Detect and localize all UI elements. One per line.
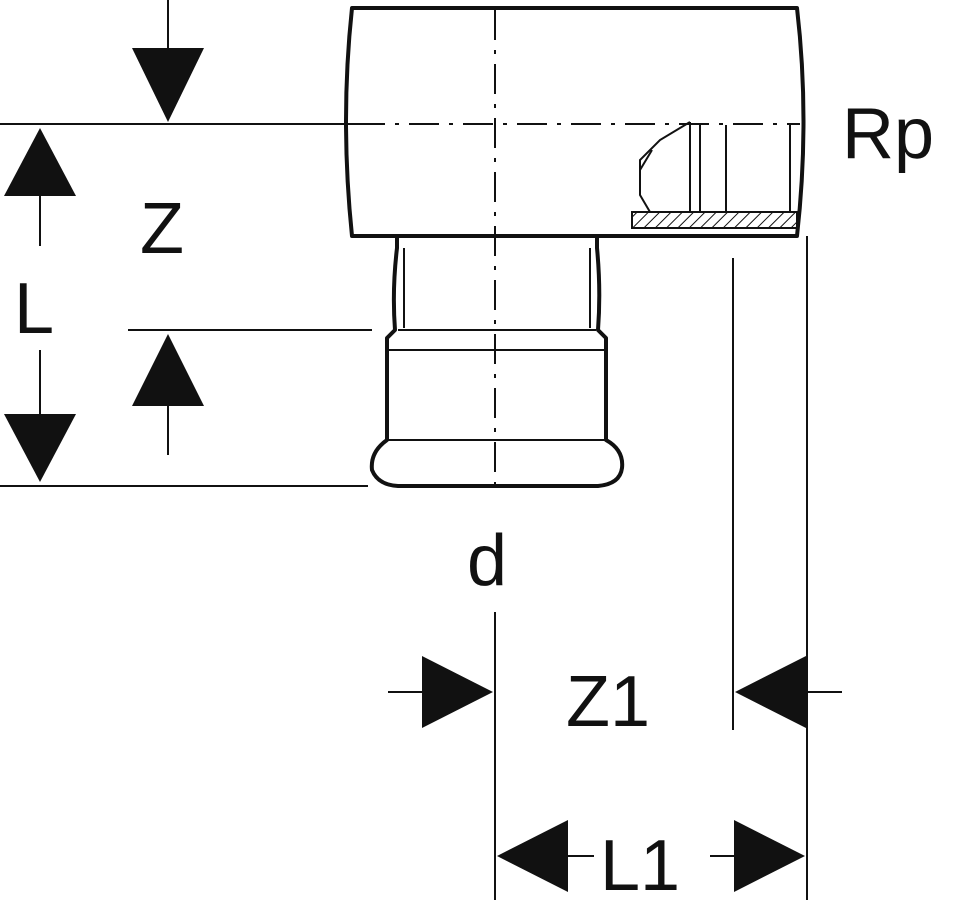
label-z: Z: [140, 189, 184, 269]
l-dimension: [4, 128, 76, 482]
label-l1: L1: [600, 826, 680, 900]
label-rp: Rp: [842, 94, 934, 174]
label-z1: Z1: [566, 662, 650, 742]
l1-dimension: [497, 820, 805, 892]
z-dimension: [132, 0, 204, 455]
press-socket: [369, 236, 625, 488]
fitting-body: [344, 6, 806, 238]
label-l: L: [14, 269, 54, 349]
thread-detail: [631, 121, 798, 229]
extension-lines: [0, 123, 808, 900]
center-lines: [355, 10, 800, 490]
z1-dimension: [388, 656, 842, 728]
label-d: d: [467, 521, 507, 601]
